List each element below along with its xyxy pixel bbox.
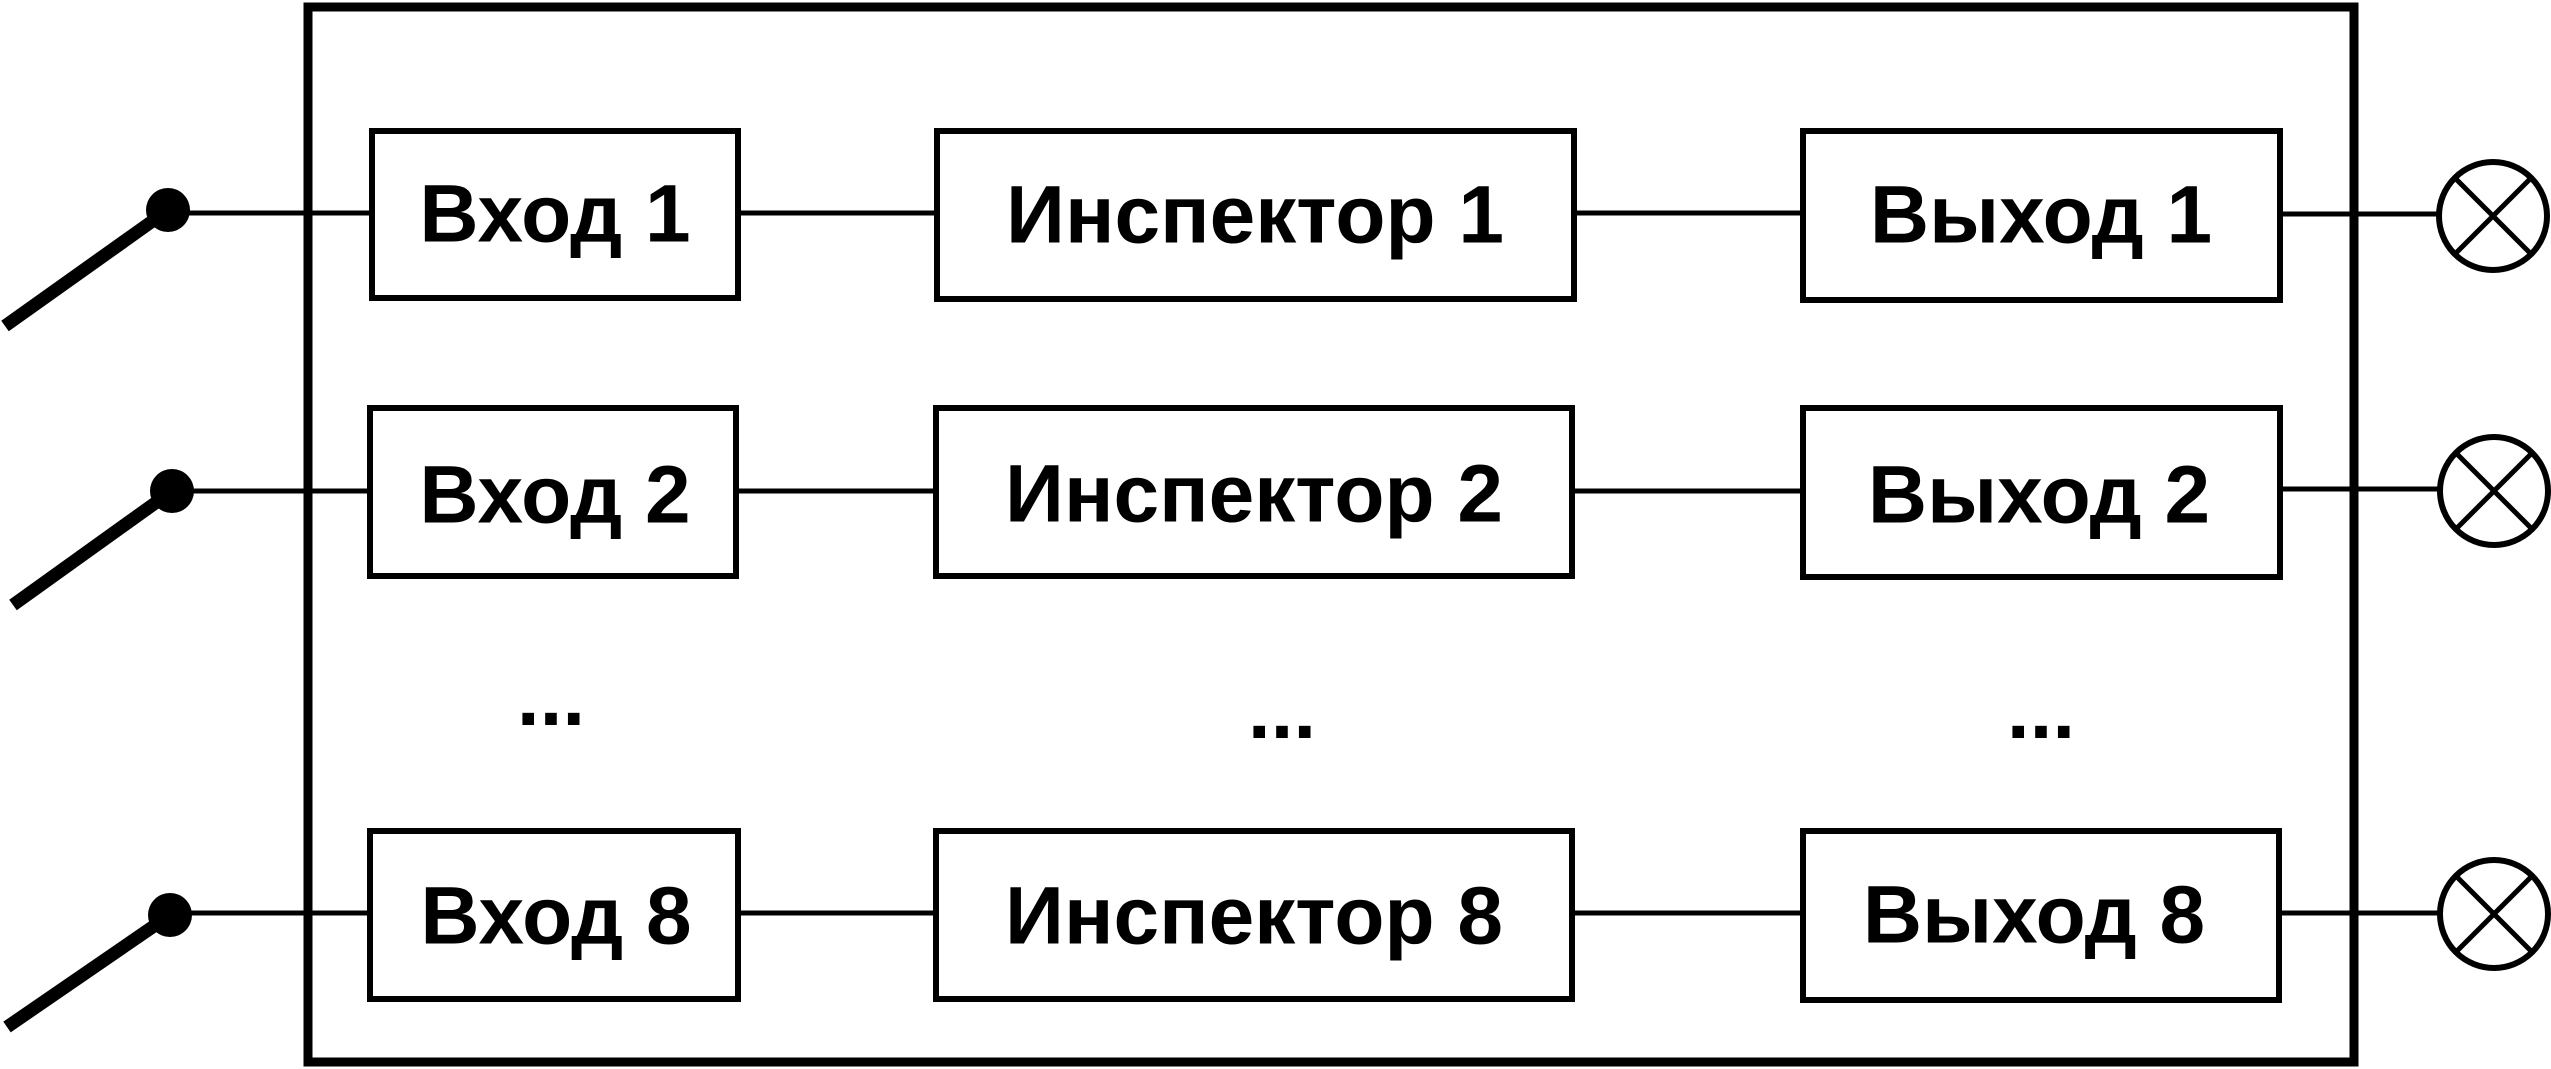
output-ellipsis: ... [2007, 665, 2075, 756]
input-block [367, 405, 739, 579]
input-ellipsis: ... [517, 652, 585, 743]
switch-contact-icon [3, 893, 192, 1033]
input-block-label: Вход 1 [419, 169, 690, 260]
inspector-block [933, 828, 1575, 1002]
inspector-block-label: Инспектор 2 [1005, 449, 1503, 540]
input-block-label: Вход 2 [419, 450, 690, 541]
lamp-icon [2437, 857, 2551, 971]
channel-row-2: Вход 2 Инспектор 2 Выход 2 [9, 405, 2551, 611]
switch-contact-icon [1, 188, 190, 332]
output-block-label: Выход 2 [1868, 450, 2210, 541]
inspector-block-label: Инспектор 1 [1006, 170, 1504, 261]
output-block-label: Выход 8 [1863, 870, 2205, 961]
channel-row-8: Вход 8 Инспектор 8 Выход 8 [3, 828, 2551, 1033]
switch-contact-icon [9, 469, 194, 611]
input-block-label: Вход 8 [420, 871, 691, 962]
lamp-icon [2436, 159, 2550, 273]
ellipsis-row: ... ... ... [517, 652, 2075, 756]
device-frame [303, 2, 2359, 1067]
inspector-ellipsis: ... [1248, 665, 1316, 756]
lamp-icon [2437, 434, 2551, 548]
input-block [369, 128, 741, 301]
output-block-label: Выход 1 [1870, 170, 2212, 261]
channel-row-1: Вход 1 Инспектор 1 Выход 1 [1, 128, 2550, 332]
input-block [367, 828, 741, 1002]
output-block [1800, 405, 2283, 580]
output-block [1800, 828, 2282, 1003]
inspector-block-label: Инспектор 8 [1005, 871, 1503, 962]
